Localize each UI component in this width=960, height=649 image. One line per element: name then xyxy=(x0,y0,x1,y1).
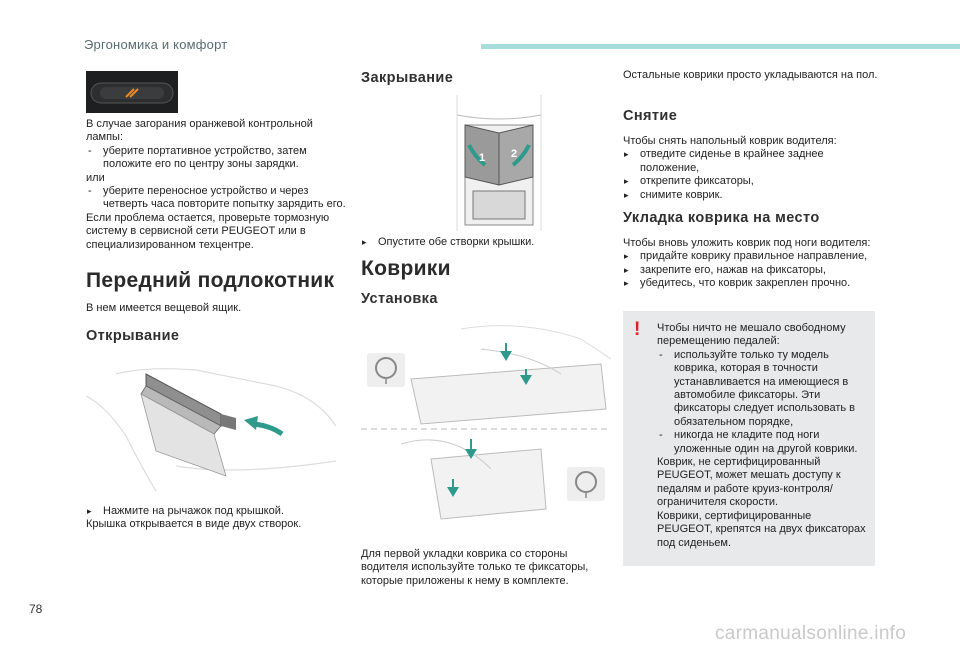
install-text: Для первой укладки коврика со стороны во… xyxy=(361,548,589,587)
opening-text: Крышка открывается в виде двух створок. xyxy=(86,518,302,531)
header-title: Эргономика и комфорт xyxy=(84,37,228,52)
warning-dash-item: используйте только ту модель коврика, ко… xyxy=(657,349,869,429)
removal-step: отведите сиденье в крайнее заднее положе… xyxy=(623,148,883,175)
warning-box: ! Чтобы ничто не мешало свободному перем… xyxy=(623,311,875,566)
warning-icon: ! xyxy=(634,319,641,340)
arrow-marker-1: 1 xyxy=(479,152,485,164)
warning-dash-item: никогда не кладите под ноги уложенные од… xyxy=(657,429,869,456)
removal-intro: Чтобы снять напольный коврик водителя: xyxy=(623,135,837,147)
armrest-opening-image xyxy=(86,356,342,496)
closing-step: Опустите обе створки крышки. xyxy=(361,236,611,250)
watermark: carmanualsonline.info xyxy=(715,623,907,644)
removal-step: снимите коврик. xyxy=(623,189,883,203)
other-mats-text: Остальные коврики просто укладываются на… xyxy=(623,69,878,81)
opening-step: Нажмите на рычажок под крышкой. xyxy=(86,505,346,519)
warning-intro: Чтобы ничто не мешало свободному перемещ… xyxy=(657,322,846,348)
removal-title: Снятие xyxy=(623,108,678,124)
warning-outro: Коврик, не сертифицированный PEUGEOT, мо… xyxy=(657,456,841,509)
page-number: 78 xyxy=(29,602,43,616)
install-title: Установка xyxy=(361,291,438,307)
closing-title: Закрывание xyxy=(361,70,454,86)
mat-fitting-diagram xyxy=(361,319,611,529)
refit-step: придайте коврику правильное направление, xyxy=(623,250,883,264)
lamp-intro-text: В случае загорания оранжевой контрольной… xyxy=(86,118,313,144)
header-accent-bar xyxy=(481,44,960,49)
refit-intro: Чтобы вновь уложить коврик под ноги води… xyxy=(623,237,871,249)
arrow-marker-2: 2 xyxy=(511,148,517,160)
removal-step: открепите фиксаторы, xyxy=(623,175,883,189)
warning-outro: Коврики, сертифицированные PEUGEOT, креп… xyxy=(657,509,866,549)
refit-step: закрепите его, нажав на фиксаторы, xyxy=(623,264,883,278)
opening-title: Открывание xyxy=(86,328,180,344)
refit-title: Укладка коврика на место xyxy=(623,210,820,226)
armrest-title: Передний подлокотник xyxy=(86,269,335,292)
charging-lamp-image xyxy=(86,71,178,113)
lamp-dash-item: уберите портативное устройство, затем по… xyxy=(86,145,346,172)
refit-step: убедитесь, что коврик закреплен прочно. xyxy=(623,277,883,291)
armrest-closing-image: 1 2 xyxy=(429,95,569,231)
armrest-text: В нем имеется вещевой ящик. xyxy=(86,302,242,314)
or-text: или xyxy=(86,171,105,184)
mats-title: Коврики xyxy=(361,257,451,280)
lamp-outro-text: Если проблема остается, проверьте тормоз… xyxy=(86,211,330,251)
lamp-dash-item: уберите переносное устройство и через че… xyxy=(86,185,346,212)
